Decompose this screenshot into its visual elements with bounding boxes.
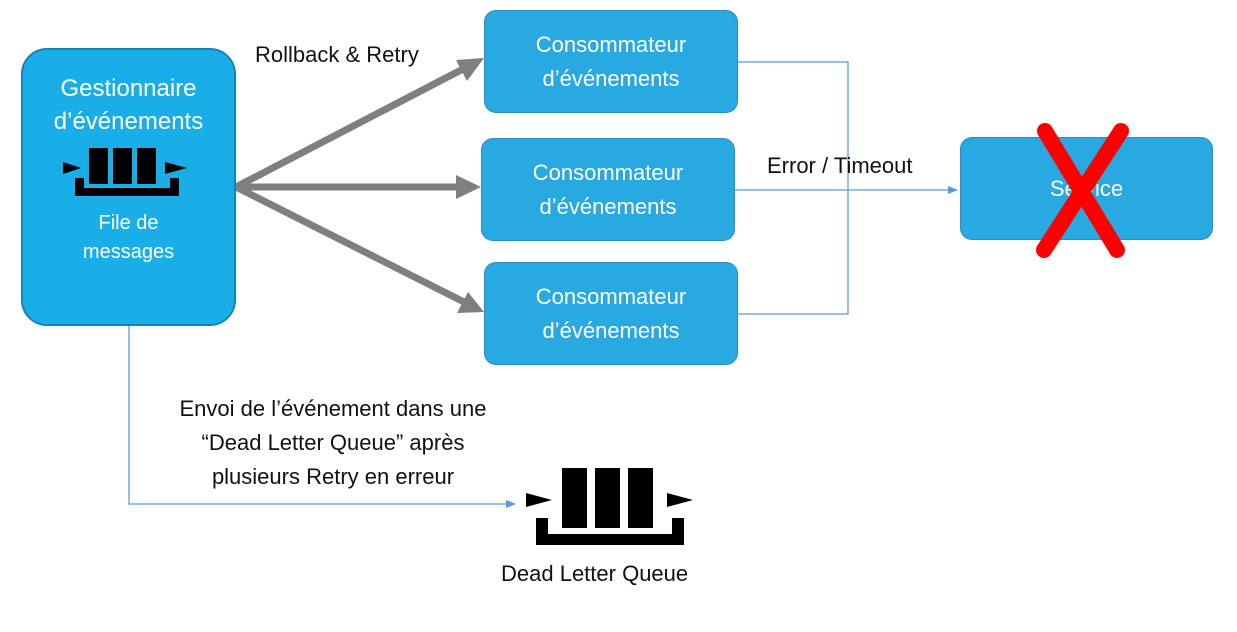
arrow-to-consumer-3-head	[457, 292, 484, 313]
consumer-2-line2: d’événements	[539, 193, 677, 219]
consumer-service-connectors	[735, 61, 958, 315]
event-consumer-box-2: Consommateur d’événements	[481, 138, 735, 241]
message-queue-icon	[526, 468, 693, 545]
dlq-note-line2: “Dead Letter Queue” après	[201, 430, 465, 455]
consumer-3-line2: d’événements	[542, 317, 680, 343]
arrow-to-consumer-2-head	[456, 175, 481, 199]
arrow-to-consumer-3	[234, 183, 466, 306]
error-timeout-label: Error / Timeout	[767, 153, 913, 178]
arrow-to-consumer-1-head	[456, 58, 484, 81]
dlq-note-line1: Envoi de l’événement dans une	[179, 396, 487, 421]
dlq-note: Envoi de l’événement dans une “Dead Lett…	[150, 392, 516, 494]
arrow-to-consumer-1	[234, 65, 465, 191]
consumer-3-line1: Consommateur	[535, 283, 687, 309]
dlq-note-line3: plusieurs Retry en erreur	[211, 464, 455, 489]
consumer-2-line1: Consommateur	[532, 159, 684, 185]
rollback-retry-label: Rollback & Retry	[255, 42, 419, 67]
connector-to-dead-letter-queue	[128, 326, 516, 508]
consumer-1-line1: Consommateur	[535, 31, 687, 57]
connector-consumer-3	[737, 190, 849, 315]
queue-label-line2: messages	[82, 241, 175, 263]
event-consumer-box-1: Consommateur d’événements	[484, 10, 738, 113]
dead-letter-queue-label: Dead Letter Queue	[501, 561, 689, 586]
rollback-retry-arrows	[234, 58, 484, 313]
connector-consumer-1	[737, 61, 849, 190]
event-consumer-box-3: Consommateur d’événements	[484, 262, 738, 365]
consumer-1-line2: d’événements	[542, 65, 680, 91]
red-x-icon	[1036, 123, 1129, 258]
message-queue-icon	[62, 148, 187, 196]
event-manager-box: Gestionnaire d’événements File de messag…	[21, 48, 236, 326]
event-manager-title-line1: Gestionnaire	[60, 75, 197, 102]
event-manager-title-line2: d’événements	[53, 108, 204, 135]
queue-label-line1: File de	[98, 212, 159, 234]
